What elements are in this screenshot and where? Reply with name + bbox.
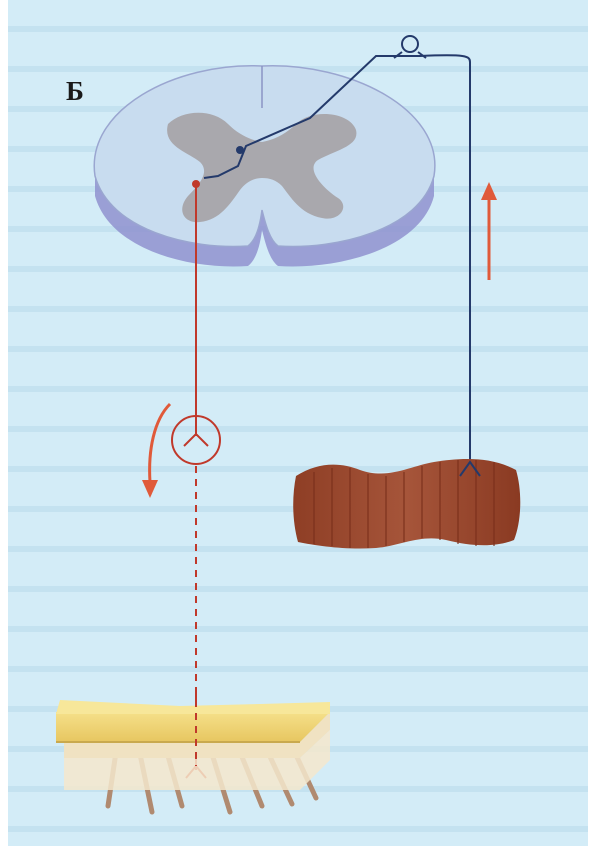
muscle: [293, 459, 520, 548]
interneuron-node: [236, 146, 244, 154]
figure-label: Б: [66, 76, 84, 107]
skin-surface: [56, 712, 330, 742]
motor-neuron-body: [192, 180, 200, 188]
